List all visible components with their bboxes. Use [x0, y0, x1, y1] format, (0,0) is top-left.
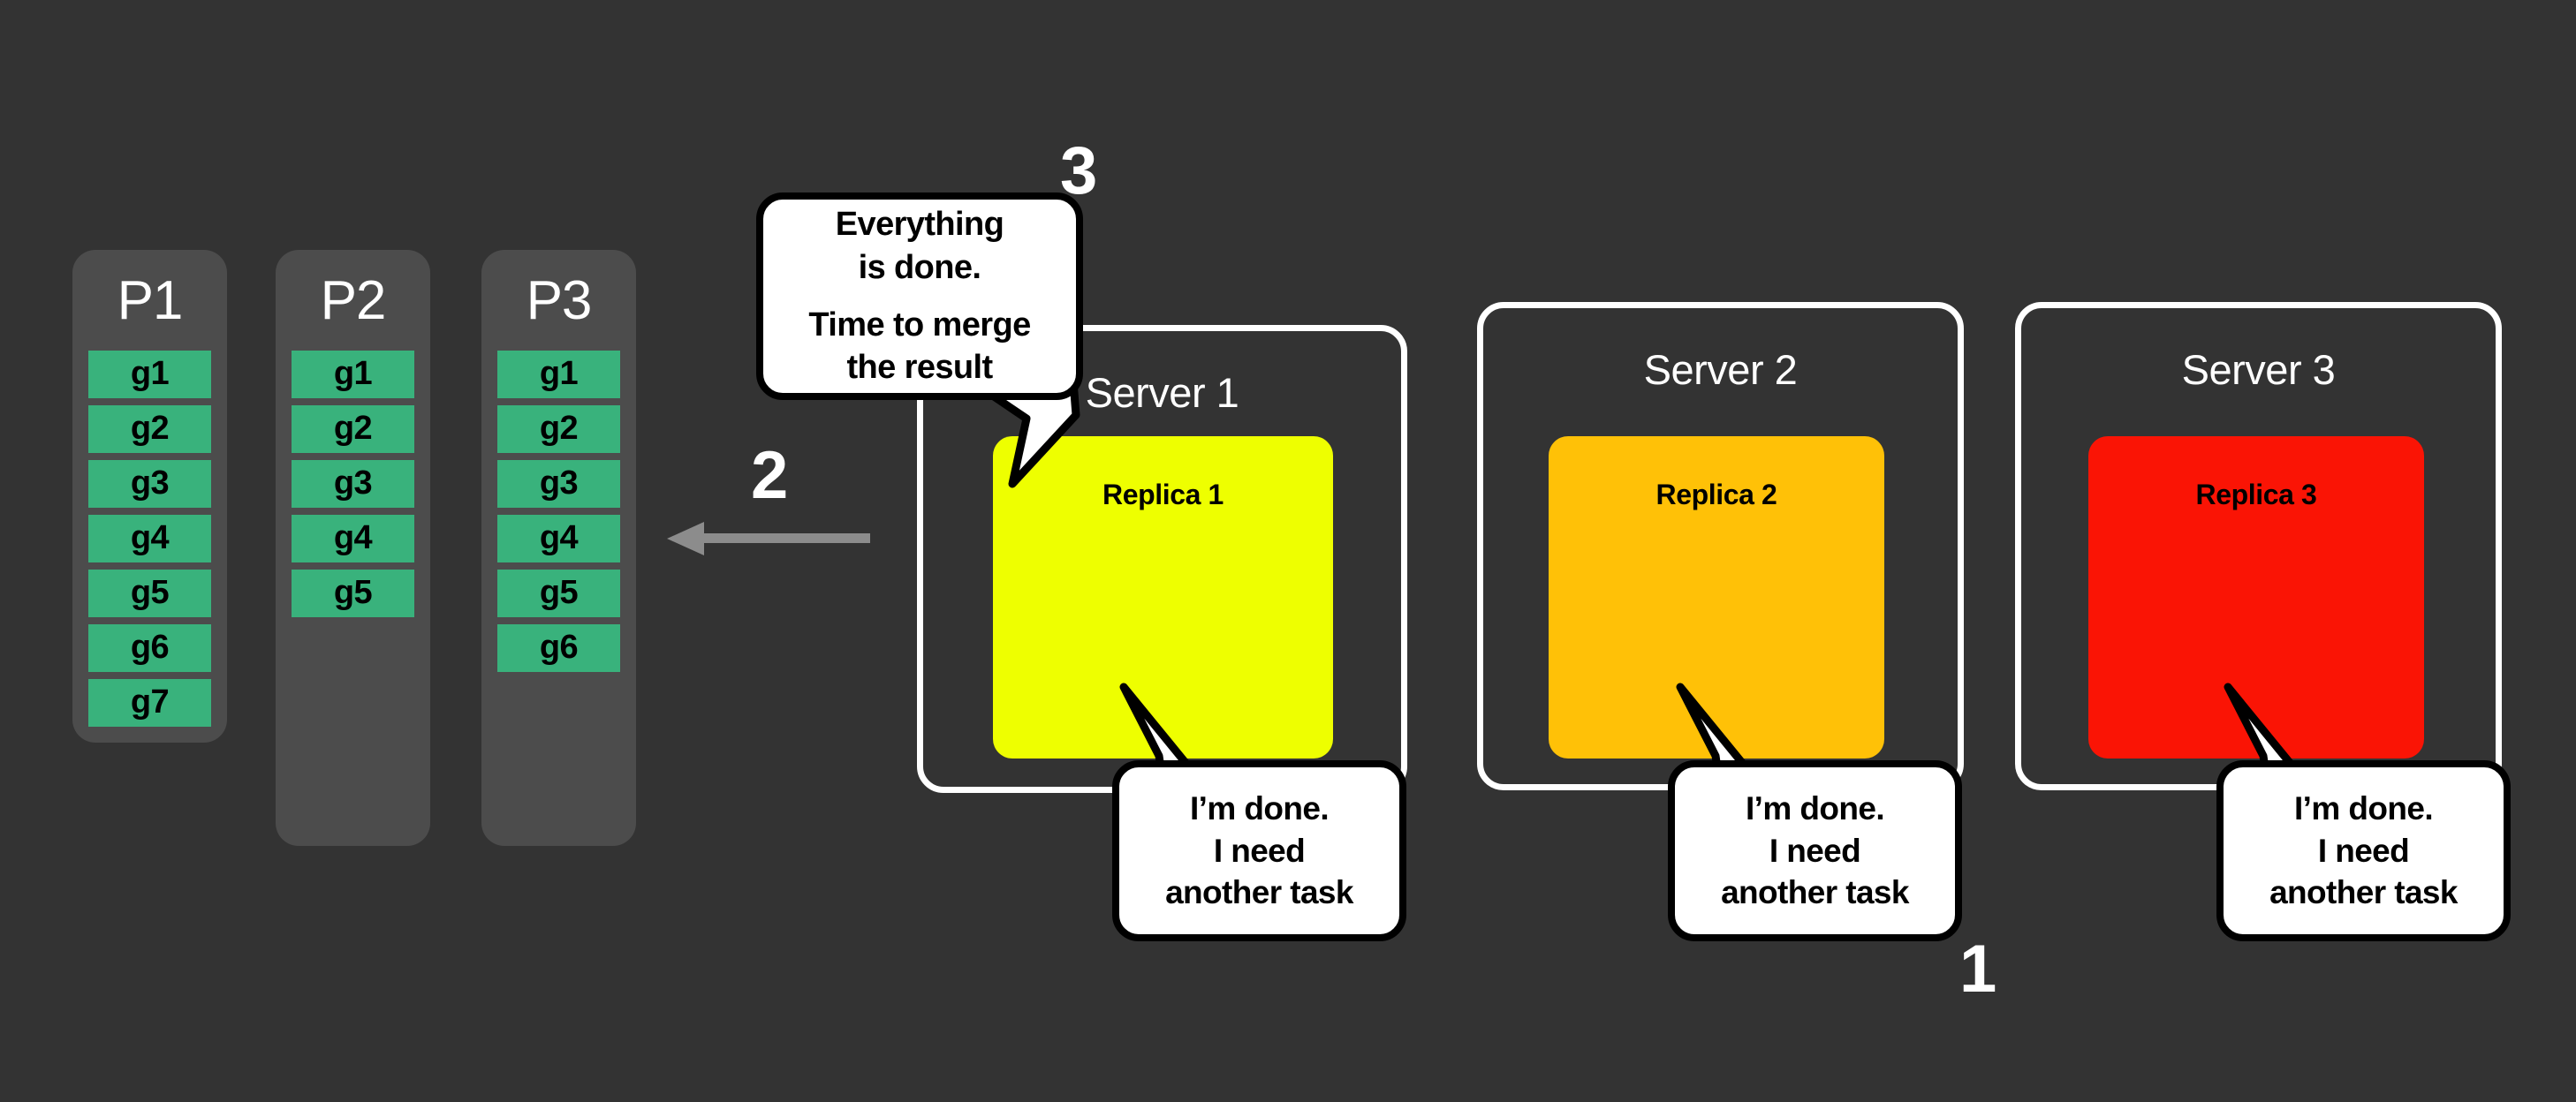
chunk-item[interactable]: g6: [497, 623, 620, 672]
partition-p3[interactable]: P3 g1 g2 g3 g4 g5 g6: [481, 250, 636, 846]
bubble-line: is done.: [858, 248, 981, 286]
merge-speech-bubble[interactable]: Everything is done. Time to merge the re…: [756, 192, 1083, 400]
chunk-item[interactable]: g1: [88, 350, 211, 398]
chunk-item[interactable]: g1: [497, 350, 620, 398]
bubble-line: another task: [1165, 874, 1353, 911]
chunk-item[interactable]: g7: [88, 678, 211, 727]
chunk-item[interactable]: g5: [292, 569, 414, 617]
replica-label: Replica 2: [1655, 479, 1777, 510]
bubble-line: another task: [2269, 874, 2458, 911]
arrow-left-icon: [667, 522, 870, 555]
server-title: Server 2: [1643, 346, 1798, 393]
bubble-line: I’m done.: [1190, 790, 1330, 827]
chunk-item[interactable]: g2: [497, 404, 620, 453]
done-speech-bubble-2[interactable]: I’m done. I need another task: [1668, 760, 1962, 941]
step-number-1: 1: [1959, 932, 1996, 1007]
chunk-item[interactable]: g1: [292, 350, 414, 398]
partition-title: P1: [117, 270, 184, 331]
chunk-item[interactable]: g6: [88, 623, 211, 672]
server-title: Server 1: [1085, 369, 1239, 416]
bubble-line: I’m done.: [2294, 790, 2434, 827]
replica-3-box[interactable]: Replica 3: [2088, 436, 2424, 759]
bubble-line: another task: [1721, 874, 1909, 911]
chunk-item[interactable]: g4: [88, 514, 211, 562]
bubble-line: I’m done.: [1746, 790, 1885, 827]
server-title: Server 3: [2181, 346, 2336, 393]
bubble-line: the result: [846, 349, 993, 387]
merge-arrow: [667, 521, 870, 556]
chunk-item[interactable]: g5: [497, 569, 620, 617]
step-number-2: 2: [751, 438, 788, 513]
partition-p2[interactable]: P2 g1 g2 g3 g4 g5: [276, 250, 430, 846]
chunk-item[interactable]: g3: [497, 459, 620, 508]
chunk-item[interactable]: g2: [292, 404, 414, 453]
chunk-item[interactable]: g4: [497, 514, 620, 562]
replica-label: Replica 1: [1102, 479, 1224, 510]
partition-title: P2: [320, 270, 387, 331]
bubble-line: I need: [1769, 832, 1861, 869]
chunk-item[interactable]: g4: [292, 514, 414, 562]
bubble-line: I need: [1213, 832, 1306, 869]
done-speech-bubble-3[interactable]: I’m done. I need another task: [2216, 760, 2511, 941]
chunk-item[interactable]: g3: [292, 459, 414, 508]
chunk-item[interactable]: g5: [88, 569, 211, 617]
done-speech-bubble-1[interactable]: I’m done. I need another task: [1112, 760, 1406, 941]
chunk-item[interactable]: g3: [88, 459, 211, 508]
bubble-line: Everything: [835, 206, 1004, 244]
step-number-3: 3: [1060, 133, 1097, 208]
replica-label: Replica 3: [2195, 479, 2317, 510]
replica-1-box[interactable]: Replica 1: [993, 436, 1333, 759]
partition-p1[interactable]: P1 g1 g2 g3 g4 g5 g6 g7: [72, 250, 227, 743]
chunk-item[interactable]: g2: [88, 404, 211, 453]
bubble-line: I need: [2317, 832, 2410, 869]
bubble-line: Time to merge: [808, 306, 1031, 343]
partition-title: P3: [526, 270, 593, 331]
replica-2-box[interactable]: Replica 2: [1549, 436, 1884, 759]
